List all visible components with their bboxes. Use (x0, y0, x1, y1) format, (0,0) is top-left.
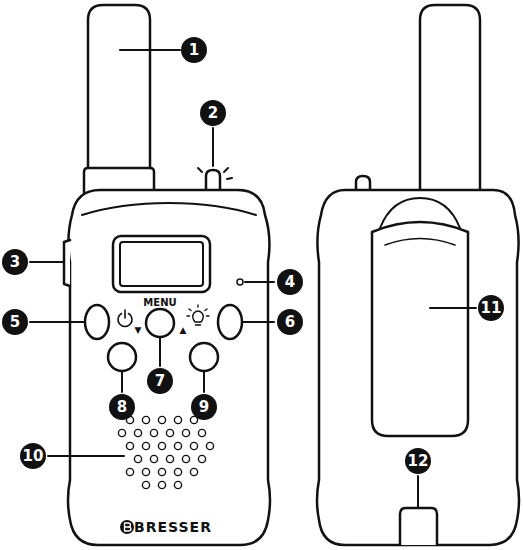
speaker-grille (118, 416, 213, 488)
grille-hole (166, 455, 173, 462)
grille-hole (134, 429, 141, 436)
grille-hole (150, 429, 157, 436)
grille-hole (142, 442, 149, 449)
housing-edge (82, 203, 256, 215)
grille-hole (134, 455, 141, 462)
keypad (88, 299, 244, 374)
grille-hole (190, 468, 197, 475)
grille-hole (174, 468, 181, 475)
logo-mark (120, 520, 134, 534)
clip-hinge (380, 198, 460, 228)
callout-number: 11 (478, 295, 504, 321)
menu-button (146, 309, 174, 337)
power-button (85, 305, 109, 339)
callout-number: 9 (191, 394, 217, 420)
grille-hole (174, 481, 181, 488)
grille-hole (142, 481, 149, 488)
grille-hole (126, 468, 133, 475)
grille-hole (190, 442, 197, 449)
knob-rays (198, 168, 232, 179)
light-icon (187, 305, 209, 325)
grille-hole (198, 429, 205, 436)
grille-hole (158, 481, 165, 488)
grille-hole (182, 429, 189, 436)
grille-hole (142, 468, 149, 475)
grille-hole (182, 455, 189, 462)
callout-number: 5 (2, 309, 28, 335)
grille-hole (158, 442, 165, 449)
grille-hole (166, 429, 173, 436)
callout-number: 8 (109, 394, 135, 420)
side-button (64, 240, 70, 286)
grille-hole (158, 416, 165, 423)
grille-hole (142, 416, 149, 423)
callout-number: 12 (405, 448, 431, 474)
callout-number: 4 (277, 269, 303, 295)
callout-number: 1 (181, 37, 207, 63)
grille-hole (206, 442, 213, 449)
grille-hole (174, 442, 181, 449)
grille-hole (174, 416, 181, 423)
button-label: MENU (143, 297, 176, 308)
antenna-back (420, 5, 480, 200)
back-housing (317, 190, 519, 545)
callout-number: 6 (277, 309, 303, 335)
arrow-symbol: ▼ (135, 325, 142, 335)
grille-hole (118, 429, 125, 436)
brand-name: BRESSER (134, 519, 212, 535)
battery-latch (400, 508, 437, 545)
callout-number: 2 (200, 100, 226, 126)
display-window (120, 242, 203, 286)
grille-hole (158, 468, 165, 475)
up-button (190, 343, 218, 371)
arrow-symbol: ▲ (180, 325, 187, 335)
down-button (108, 343, 136, 371)
callout-number: 10 (20, 443, 46, 469)
clip-edge (385, 239, 455, 246)
antenna (88, 5, 150, 195)
display (113, 236, 210, 292)
grille-hole (198, 455, 205, 462)
leader-lines (30, 50, 476, 508)
belt-clip (372, 222, 468, 436)
power-icon (118, 310, 132, 327)
grille-hole (126, 442, 133, 449)
grille-hole (150, 455, 157, 462)
front-housing (68, 190, 270, 545)
mic-hole (237, 279, 243, 285)
callout-number: 3 (2, 249, 28, 275)
callout-number: 7 (147, 368, 173, 394)
light-button (218, 305, 242, 339)
